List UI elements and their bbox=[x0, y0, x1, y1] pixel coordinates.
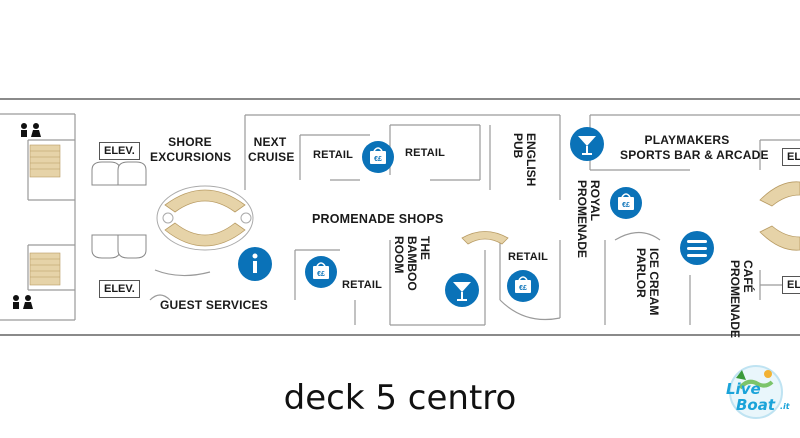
info-icon[interactable] bbox=[238, 247, 272, 281]
svg-text:€£: €£ bbox=[519, 285, 527, 292]
stairs-center bbox=[461, 231, 509, 245]
grand-stair-right bbox=[759, 181, 800, 251]
elevator-label-upper: ELEV. bbox=[99, 142, 140, 160]
elevator-label-lower: ELEV. bbox=[99, 280, 140, 298]
grand-stair-left bbox=[156, 185, 254, 251]
retail-label-2: RETAIL bbox=[405, 147, 446, 159]
retail-icon-3[interactable]: €£ bbox=[305, 256, 337, 288]
ice-cream-parlor-label: ICE CREAM PARLOR bbox=[634, 248, 661, 316]
svg-text:€£: €£ bbox=[374, 156, 382, 163]
svg-text:€£: €£ bbox=[622, 202, 630, 209]
retail-icon-2[interactable]: €£ bbox=[610, 187, 642, 219]
deck-caption: deck 5 centro bbox=[283, 378, 517, 418]
dining-icon[interactable] bbox=[680, 231, 714, 265]
logo-globe-icon bbox=[729, 365, 783, 419]
restroom-icon bbox=[13, 123, 41, 309]
deck-plan: €£ €£ €£ €£ bbox=[0, 98, 800, 336]
cocktail-icon-bamboo[interactable] bbox=[445, 273, 479, 307]
svg-text:€£: €£ bbox=[317, 271, 325, 278]
playmakers-label: PLAYMAKERS SPORTS BAR & ARCADE bbox=[620, 133, 769, 162]
guest-services-label: GUEST SERVICES bbox=[160, 298, 268, 312]
logo-text-suffix: .it bbox=[780, 402, 790, 411]
stairs-left bbox=[29, 144, 61, 286]
promenade-shops-label: PROMENADE SHOPS bbox=[312, 212, 444, 226]
retail-icon-4[interactable]: €£ bbox=[507, 270, 539, 302]
next-cruise-label: NEXT CRUISE bbox=[248, 135, 295, 164]
cafe-promenade-label: CAFÉ PROMENADE bbox=[728, 260, 755, 339]
logo-text-boat: Boat bbox=[736, 396, 776, 414]
retail-icon-1[interactable]: €£ bbox=[362, 141, 394, 173]
royal-promenade-label: ROYAL PROMENADE bbox=[575, 180, 602, 259]
retail-label-4: RETAIL bbox=[508, 251, 549, 263]
retail-label-1: RETAIL bbox=[313, 149, 354, 161]
bamboo-room-label: THE BAMBOO ROOM bbox=[392, 236, 432, 291]
logo-text-live: Live bbox=[726, 380, 761, 398]
english-pub-label: ENGLISH PUB bbox=[511, 133, 538, 187]
elevator-cars bbox=[91, 161, 147, 259]
cocktail-icon-pub[interactable] bbox=[570, 127, 604, 161]
retail-label-3: RETAIL bbox=[342, 279, 383, 291]
shore-excursions-label: SHORE EXCURSIONS bbox=[150, 135, 232, 164]
liveboat-logo: Live Boat .it bbox=[718, 358, 794, 424]
elevator-label-right-lower: EL bbox=[782, 276, 800, 294]
elevator-label-right-upper: EL bbox=[782, 148, 800, 166]
